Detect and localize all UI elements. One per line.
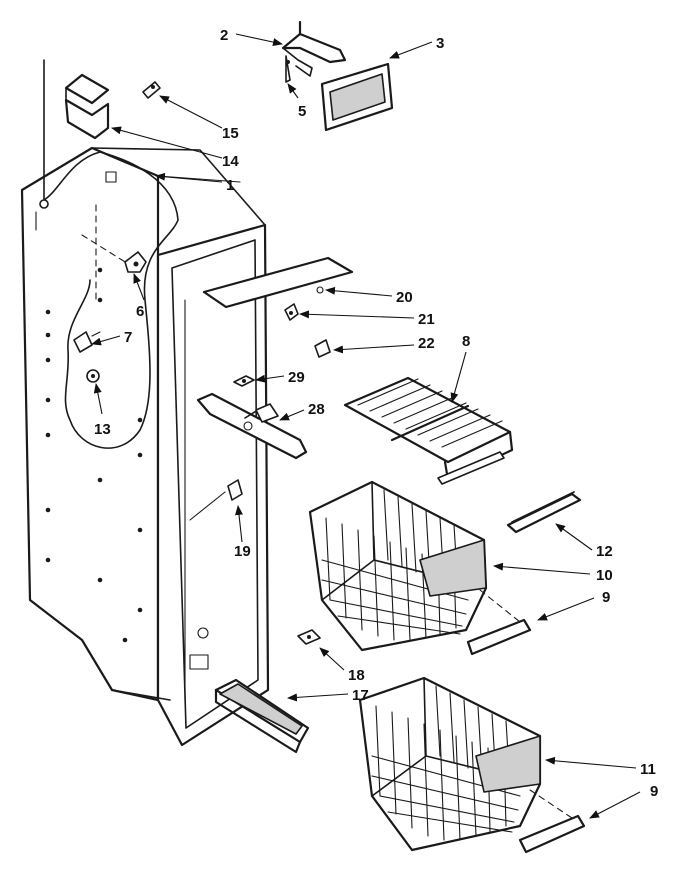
callout-19: 19 bbox=[234, 543, 251, 560]
callout-13: 13 bbox=[94, 421, 111, 438]
callout-9-lower: 9 bbox=[650, 783, 658, 800]
screw-5 bbox=[285, 55, 291, 83]
callout-28: 28 bbox=[308, 401, 325, 418]
callout-5: 5 bbox=[298, 103, 306, 120]
heater-wire bbox=[43, 59, 179, 449]
wire-shelf bbox=[343, 376, 514, 485]
basket-trim-upper bbox=[466, 589, 532, 656]
callout-17: 17 bbox=[352, 687, 369, 704]
basket-trim-lower bbox=[518, 789, 586, 854]
shelf-rail bbox=[506, 491, 582, 534]
screw-29 bbox=[233, 375, 255, 387]
hinge-bracket bbox=[64, 73, 110, 140]
callout-3: 3 bbox=[436, 35, 444, 52]
freezer-liner bbox=[20, 146, 270, 747]
callout-1: 1 bbox=[226, 177, 234, 194]
screw-15 bbox=[142, 81, 161, 99]
callout-21: 21 bbox=[418, 311, 435, 328]
wire-basket-lower bbox=[358, 676, 542, 852]
clip-6 bbox=[124, 251, 147, 273]
bottom-trim bbox=[214, 678, 310, 754]
callout-9-upper: 9 bbox=[602, 589, 610, 606]
leader-lines bbox=[91, 33, 641, 819]
callout-15: 15 bbox=[222, 125, 239, 142]
callout-8: 8 bbox=[462, 333, 470, 350]
screw-21 bbox=[284, 303, 299, 321]
callout-18: 18 bbox=[348, 667, 365, 684]
clip-22 bbox=[314, 339, 331, 358]
clip-19 bbox=[189, 479, 243, 521]
rail-bracket bbox=[196, 392, 308, 460]
callout-labels: 2 3 5 15 14 1 6 7 13 20 21 22 8 29 28 19… bbox=[94, 27, 658, 800]
support-bracket bbox=[281, 20, 347, 77]
clip-13 bbox=[86, 369, 100, 383]
wire-basket-upper bbox=[308, 480, 488, 652]
mount-plate bbox=[202, 256, 354, 309]
callout-11: 11 bbox=[640, 761, 656, 778]
callout-29: 29 bbox=[288, 369, 305, 386]
callout-7: 7 bbox=[124, 329, 132, 346]
callout-12: 12 bbox=[596, 543, 613, 560]
callout-22: 22 bbox=[418, 335, 435, 352]
callout-10: 10 bbox=[596, 567, 613, 584]
screw-18 bbox=[297, 629, 321, 645]
callout-14: 14 bbox=[222, 153, 239, 170]
callout-6: 6 bbox=[136, 303, 144, 320]
cover-panel bbox=[320, 62, 394, 132]
callout-20: 20 bbox=[396, 289, 413, 306]
callout-2: 2 bbox=[220, 27, 228, 44]
